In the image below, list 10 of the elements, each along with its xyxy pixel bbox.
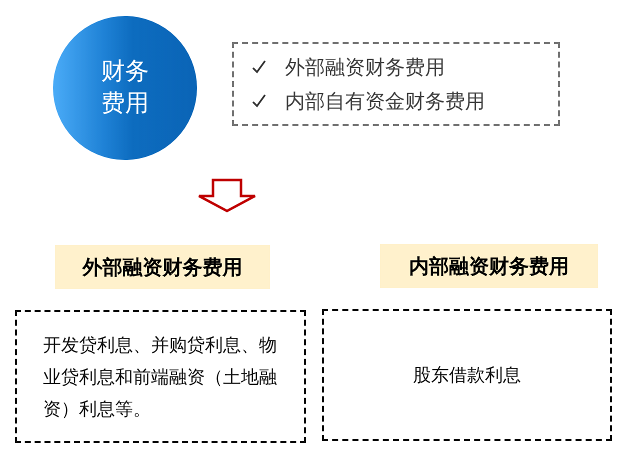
description-text: 开发贷利息、并购贷利息、物业贷利息和前端融资（土地融资）利息等。 [43, 334, 278, 420]
list-item: 内部自有资金财务费用 [285, 90, 485, 114]
list-item: 外部融资财务费用 [285, 56, 445, 80]
dashed-box [322, 309, 612, 441]
dashed-box [232, 42, 560, 126]
circle-label: 财务费用 [100, 57, 150, 119]
description-text: 股东借款利息 [412, 364, 522, 387]
dashed-box [15, 310, 306, 443]
heading-box: 内部融资财务费用 [380, 244, 598, 288]
heading-box: 外部融资财务费用 [55, 245, 270, 289]
